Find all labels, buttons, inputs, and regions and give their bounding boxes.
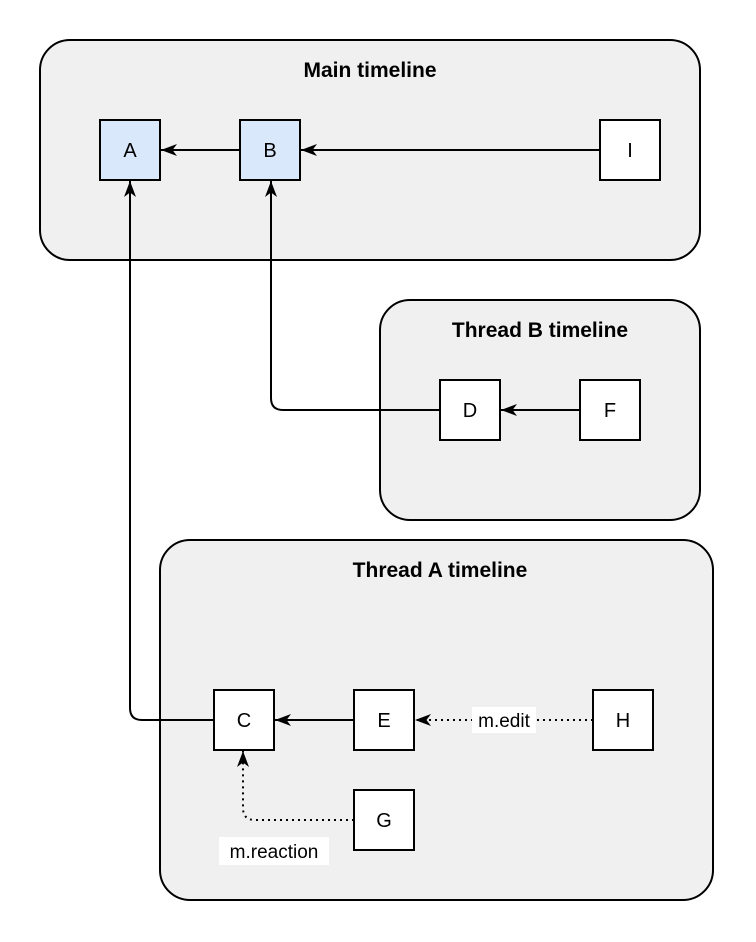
node-g: G <box>353 789 415 851</box>
node-f-box <box>579 379 641 441</box>
node-i-box <box>599 119 661 181</box>
node-h: H <box>592 689 654 751</box>
node-c: C <box>213 689 275 751</box>
thread-a-timeline-title: Thread A timeline <box>353 559 528 582</box>
node-c-label: C <box>237 710 251 732</box>
node-b-box <box>239 119 301 181</box>
edge-label-m-reaction: m.reaction <box>219 837 329 865</box>
edge-label-m-reaction-text: m.reaction <box>230 842 319 863</box>
node-g-label: G <box>376 810 392 832</box>
node-b-label: B <box>263 140 276 162</box>
edge-d-to-b <box>265 181 440 411</box>
node-f: F <box>579 379 641 441</box>
node-h-label: H <box>616 710 630 732</box>
node-e-label: E <box>377 710 390 732</box>
node-d-box <box>439 379 501 441</box>
edge-label-m-edit-text: m.edit <box>478 711 530 732</box>
node-a-box <box>99 119 161 181</box>
node-a: A <box>99 119 161 181</box>
node-f-label: F <box>604 400 616 422</box>
main-timeline-title: Main timeline <box>303 59 436 82</box>
node-g-box <box>353 789 415 851</box>
edge-g-to-c <box>237 751 354 821</box>
node-i: I <box>599 119 661 181</box>
node-b: B <box>239 119 301 181</box>
edge-label-m-edit-bg <box>472 707 536 733</box>
node-h-box <box>592 689 654 751</box>
thread-b-timeline-title: Thread B timeline <box>452 319 628 342</box>
node-a-label: A <box>123 140 137 162</box>
node-d: D <box>439 379 501 441</box>
edge-c-to-a <box>124 181 214 721</box>
edge-label-m-reaction-bg <box>219 837 329 865</box>
node-e: E <box>353 689 415 751</box>
node-e-box <box>353 689 415 751</box>
node-i-label: I <box>627 140 633 162</box>
node-c-box <box>213 689 275 751</box>
edge-label-m-edit: m.edit <box>472 707 536 733</box>
node-d-label: D <box>463 400 477 422</box>
